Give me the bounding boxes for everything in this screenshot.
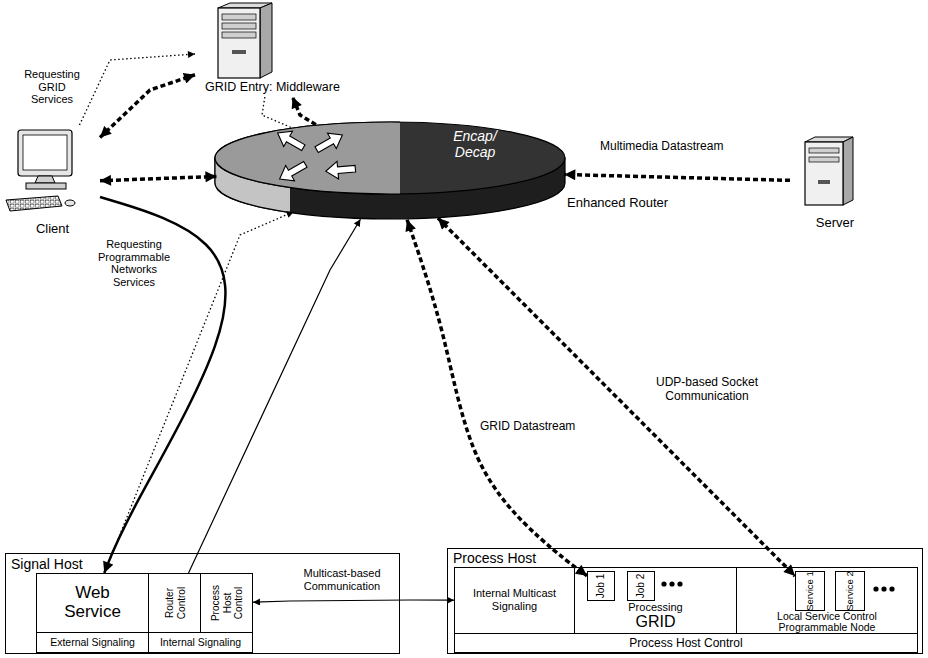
- drive-bay: [222, 14, 256, 20]
- service-box: Service 2: [835, 571, 865, 611]
- node-text: Enhanced Router: [567, 196, 668, 211]
- arrow-symbol: [312, 127, 347, 157]
- node-text: Signal Host: [11, 556, 83, 572]
- connector: [189, 219, 361, 573]
- edge-label: GRID Datastream: [478, 420, 577, 434]
- node-text: GRID: [575, 613, 736, 631]
- router-control-box: Router Control: [148, 573, 201, 633]
- node-text: Process Host: [453, 550, 536, 566]
- dot: [873, 586, 878, 591]
- grid-entry-server-icon: [218, 3, 272, 78]
- node-text: Local Service Control: [737, 611, 917, 623]
- node-text: GRID Entry: Middleware: [195, 80, 350, 94]
- connector: [100, 176, 216, 180]
- service-box: Service 1: [795, 571, 825, 611]
- process-host-control-band: Process Host Control: [454, 633, 918, 653]
- drive-bay: [222, 32, 256, 38]
- process-host-control-box: Process Host Control: [200, 573, 253, 633]
- arrow-symbol: [325, 160, 356, 180]
- dot: [889, 586, 894, 591]
- dot: [677, 581, 682, 586]
- router-top-dark: [215, 122, 565, 194]
- node-text: Process Host Control: [455, 637, 917, 651]
- drive-bay: [222, 23, 256, 29]
- node-text: Processing: [575, 601, 736, 614]
- web-service-box: Web Service: [36, 573, 149, 633]
- edge-label: UDP-based Socket Communication: [640, 376, 774, 404]
- monitor-stand: [35, 176, 55, 183]
- node-text: External Signaling: [37, 636, 148, 648]
- connector: [253, 600, 454, 602]
- node-text: Encap/ Decap: [445, 128, 505, 160]
- router-cylinder: [215, 122, 565, 219]
- mouse: [65, 200, 75, 206]
- drive-bay: [809, 148, 839, 153]
- tower-front: [218, 8, 260, 78]
- client: Client: [5, 125, 100, 240]
- edge-label: Multimedia Datastream: [598, 140, 725, 154]
- node-text: Process Host Control: [209, 576, 244, 630]
- server-side: [843, 137, 853, 205]
- node-text: Programmable Node: [737, 622, 917, 634]
- node-text: Job 1: [595, 574, 607, 598]
- connector: [293, 97, 316, 125]
- tower-side: [260, 3, 272, 78]
- edge-label: Requesting Programmable Networks Service…: [88, 238, 180, 289]
- power-button: [232, 50, 246, 54]
- client-computer-icon: [6, 130, 75, 211]
- job-box: Job 2: [627, 571, 655, 601]
- connector: [438, 218, 795, 576]
- node-text: Web Service: [52, 584, 133, 621]
- router-top-grey: [215, 122, 400, 194]
- connector: [100, 75, 195, 138]
- router-arrows: [273, 125, 356, 187]
- process-host-box: Process HostInternal Multicast Signaling…: [447, 548, 923, 654]
- keyboard: [6, 196, 62, 211]
- dot: [661, 581, 666, 586]
- connector: [79, 54, 195, 125]
- server: Server: [790, 128, 880, 235]
- monitor: [18, 130, 72, 176]
- programmable-node-box: Local Service ControlProgrammable Node Se…: [736, 567, 918, 634]
- arrow-symbol: [275, 157, 310, 187]
- node-text: Internal Multicast Signaling: [463, 587, 566, 612]
- edge-label: Multicast-based Communication: [285, 567, 399, 592]
- connector: [262, 97, 293, 128]
- node-text: Internal Signaling: [149, 636, 252, 648]
- server-front: [805, 142, 843, 205]
- node-text: Service 1: [805, 571, 816, 611]
- node-text: Server: [790, 216, 880, 231]
- screen: [23, 135, 67, 170]
- server-icon: [805, 137, 853, 205]
- processing-grid-box: ProcessingGRID Job 1 Job 2: [574, 567, 737, 634]
- internal-signaling-box: Internal Signaling: [148, 632, 253, 653]
- power-button: [818, 180, 830, 184]
- drive-bay: [809, 157, 839, 162]
- edge-label: Requesting GRID Services: [18, 68, 86, 106]
- continuation-dots: [661, 581, 894, 591]
- external-signaling-box: External Signaling: [36, 632, 149, 653]
- monitor-base: [26, 183, 66, 189]
- node-text: Service 2: [845, 571, 856, 611]
- enhanced-router: Encap/ DecapEnhanced Router: [215, 100, 690, 215]
- arrow-symbol: [273, 125, 308, 155]
- dot: [881, 586, 886, 591]
- dot: [669, 581, 674, 586]
- node-text: Client: [5, 222, 100, 237]
- node-text: Router Control: [163, 576, 186, 630]
- multicast-signaling-box: Internal Multicast Signaling: [454, 567, 575, 634]
- grid-entry: GRID Entry: Middleware: [195, 0, 350, 97]
- job-box: Job 1: [587, 571, 615, 601]
- node-text: Job 2: [635, 574, 647, 598]
- connector: [564, 175, 790, 181]
- connector: [407, 220, 587, 576]
